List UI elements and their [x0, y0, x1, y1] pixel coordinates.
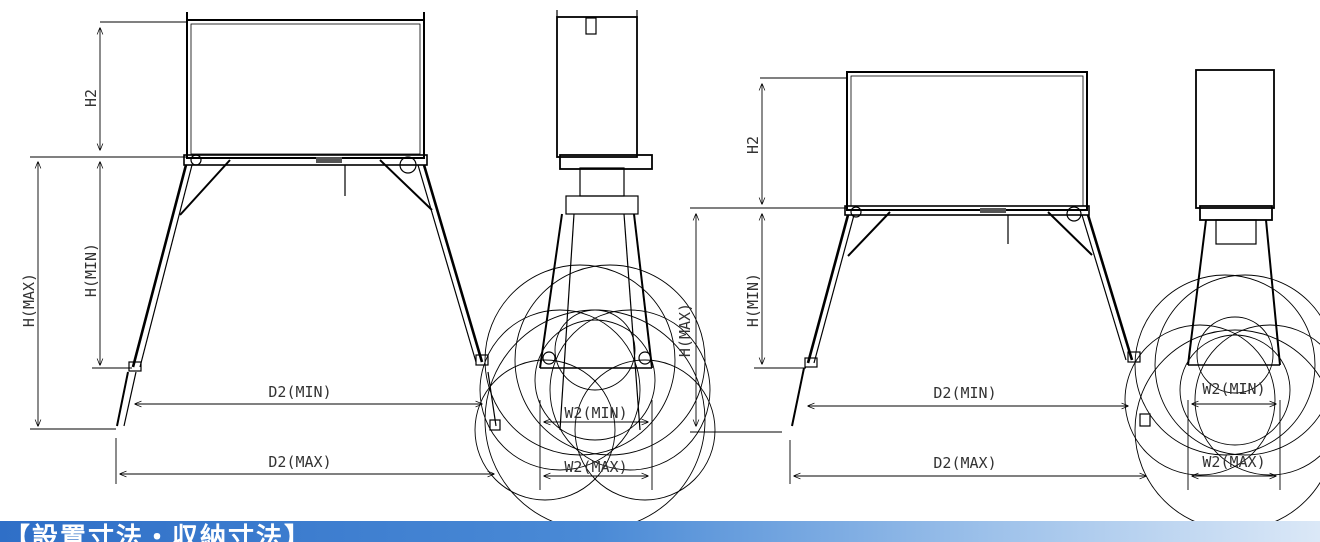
label-d2-max-right: D2(MAX): [933, 454, 996, 472]
label-d2-min-right: D2(MIN): [933, 384, 996, 402]
section-title: 【設置寸法・収納寸法】: [4, 523, 313, 542]
label-w2-min-right: W2(MIN): [1202, 380, 1265, 398]
label-h-min-left: H(MIN): [82, 243, 100, 297]
front-view-left: [116, 12, 501, 431]
label-w2-max-right: W2(MAX): [1202, 453, 1265, 471]
label-h2-left: H2: [82, 89, 100, 107]
section-banner: 【設置寸法・収納寸法】: [0, 521, 1320, 542]
dimensions-left: [30, 21, 653, 490]
label-h-max-side-left: H(MAX): [676, 303, 694, 357]
label-h-max-left: H(MAX): [20, 273, 38, 327]
side-view-left: [474, 10, 716, 531]
dimensions-right: [690, 77, 1281, 490]
label-w2-max-left: W2(MAX): [564, 458, 627, 476]
label-d2-min-left: D2(MIN): [268, 383, 331, 401]
label-h-min-right: H(MIN): [744, 273, 762, 327]
label-w2-min-left: W2(MIN): [564, 404, 627, 422]
label-d2-max-left: D2(MAX): [268, 453, 331, 471]
label-h2-right: H2: [744, 136, 762, 154]
front-view-right: [791, 71, 1151, 427]
